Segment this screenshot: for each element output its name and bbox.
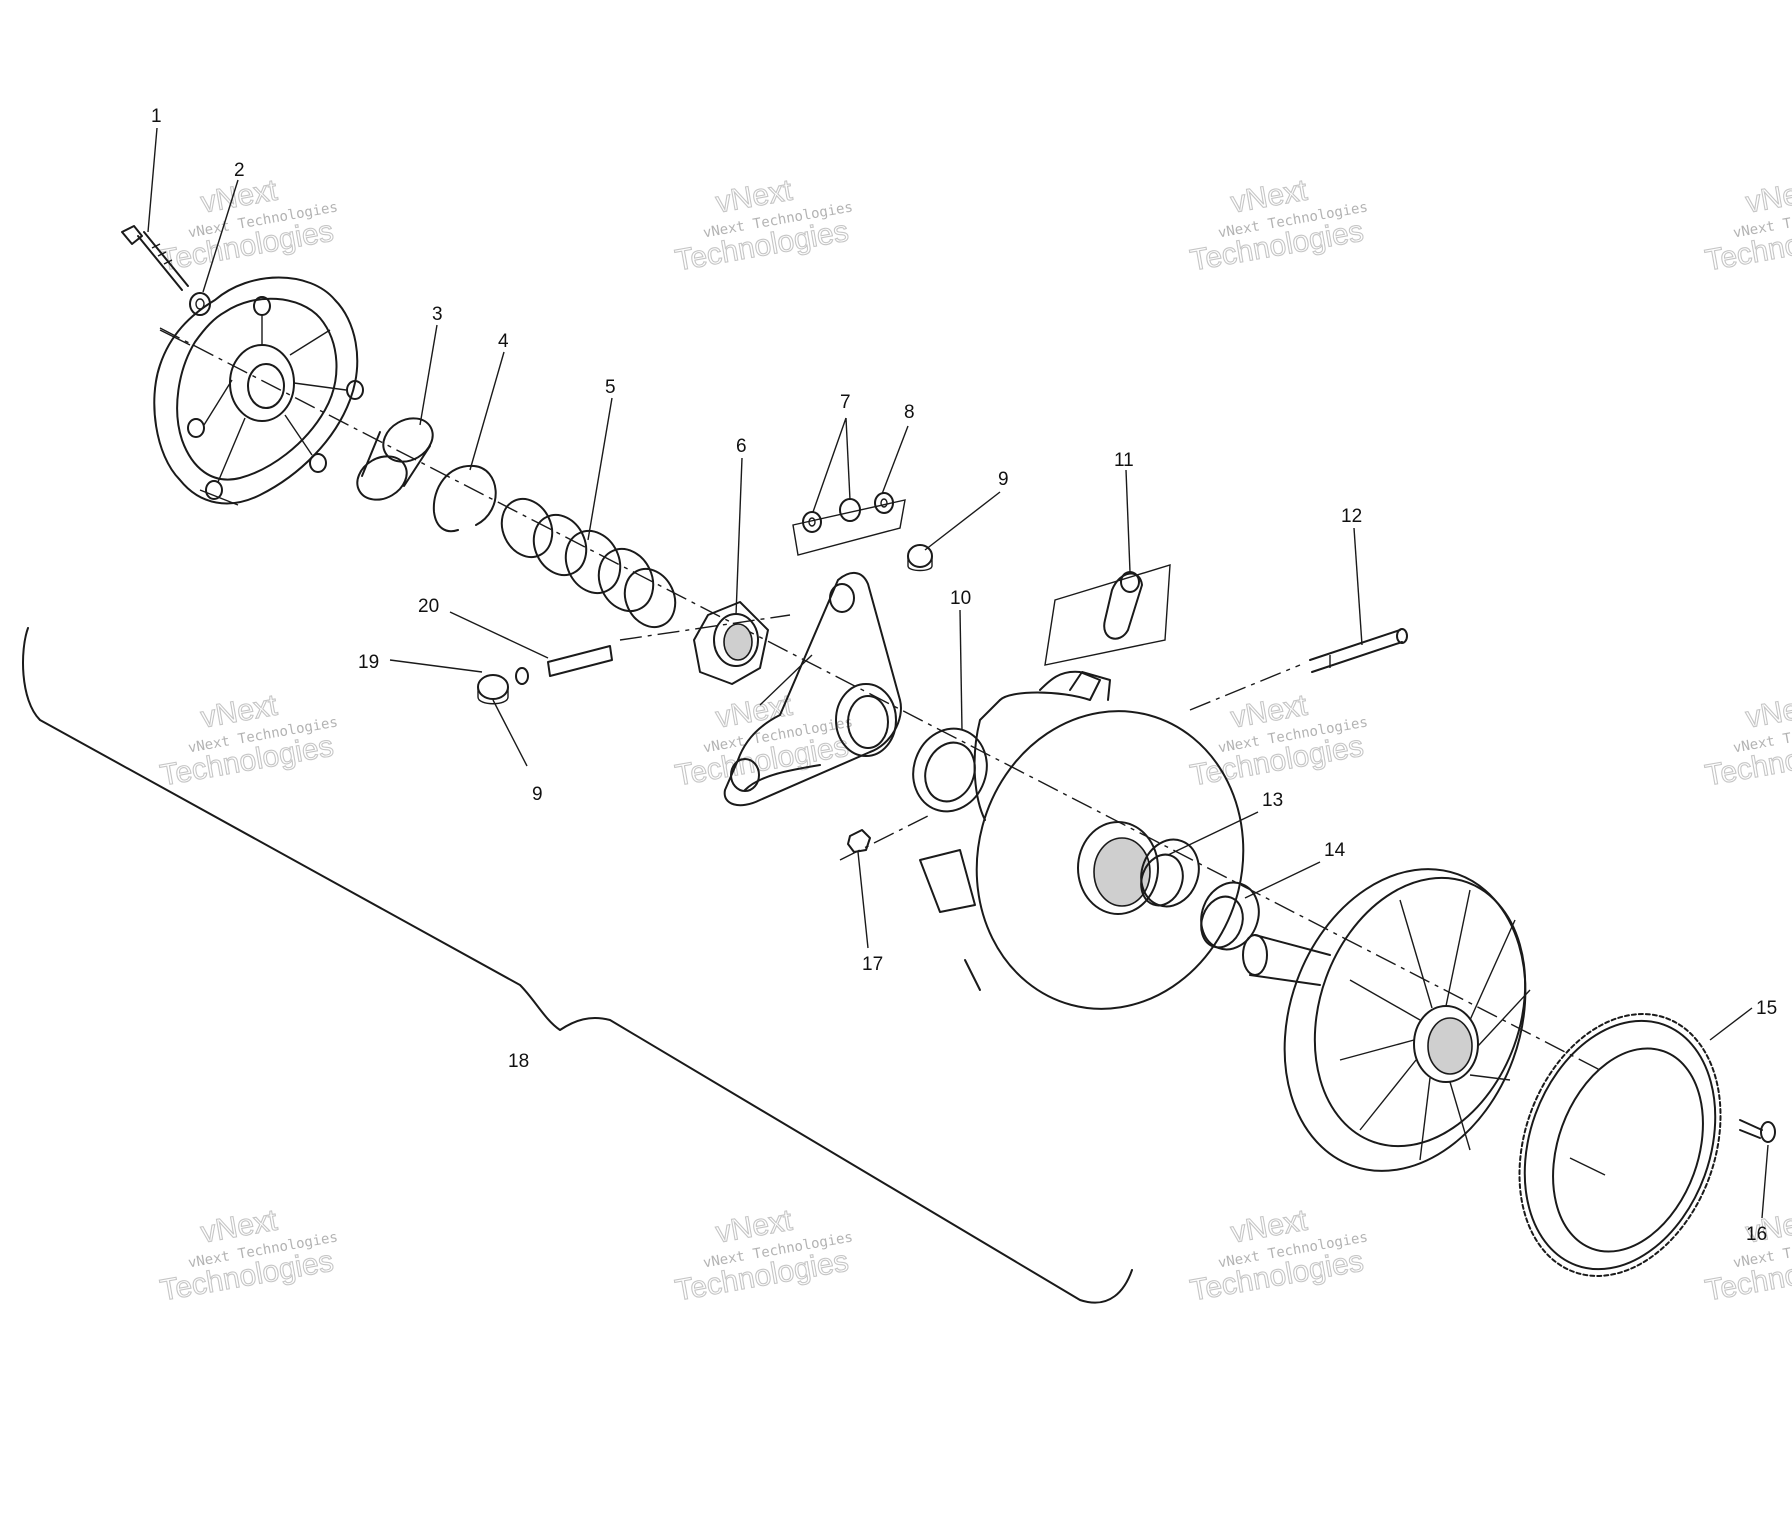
part-spider-arm: [723, 572, 902, 807]
callout-11: 11: [1114, 450, 1134, 471]
part-button-upper: [907, 544, 933, 572]
part-bolt: [121, 225, 189, 291]
group-brace: [22, 627, 1133, 1304]
part-bushing: [356, 417, 434, 501]
part-screw: [1739, 1119, 1776, 1143]
part-roller-pin: [515, 645, 613, 685]
callout-2: 2: [234, 160, 245, 181]
part-roller-set: [792, 492, 906, 556]
callout-9-upper: 9: [998, 469, 1009, 490]
callout-13: 13: [1262, 790, 1283, 811]
part-sheave-bushing-2: [1200, 881, 1260, 951]
callout-15: 15: [1756, 998, 1777, 1019]
callout-16: 16: [1746, 1224, 1767, 1245]
callout-14: 14: [1324, 840, 1346, 861]
part-flyweight: [1044, 564, 1171, 666]
part-button-lower: [477, 674, 509, 705]
part-cover-plate: [153, 276, 364, 506]
part-snap-ring: [432, 464, 497, 533]
callout-3: 3: [432, 304, 443, 325]
part-stationary-sheave: [1242, 868, 1531, 1172]
part-ring-gear: [1518, 1013, 1722, 1277]
part-moveable-sheave: [919, 670, 1245, 1010]
part-spring: [500, 497, 677, 629]
callout-7: 7: [840, 392, 851, 413]
callout-labels: 1 2 3 4 5 6 7 8 9 9 10 11 12 13 14 15 16…: [151, 106, 1777, 1245]
callout-20: 20: [418, 596, 439, 617]
part-spider-nut: [693, 601, 769, 685]
callout-9-lower: 9: [532, 784, 543, 805]
callout-6: 6: [736, 436, 747, 457]
callout-10: 10: [950, 588, 971, 609]
part-pin: [1309, 628, 1408, 673]
watermark-top: vNext: [1743, 174, 1792, 220]
part-lock-nut: [847, 829, 871, 853]
watermark-top: vNext: [1743, 689, 1792, 735]
callout-18: 18: [508, 1051, 529, 1072]
callout-19: 19: [358, 652, 379, 673]
callout-1: 1: [151, 106, 162, 127]
callout-5: 5: [605, 377, 616, 398]
part-thrust-washer: [912, 727, 988, 813]
leader-lines: [147, 127, 1769, 1219]
part-sheave-bushing: [1140, 838, 1200, 908]
callout-17: 17: [862, 954, 883, 975]
callout-12: 12: [1341, 506, 1362, 527]
callout-4: 4: [498, 331, 509, 352]
callout-8: 8: [904, 402, 915, 423]
